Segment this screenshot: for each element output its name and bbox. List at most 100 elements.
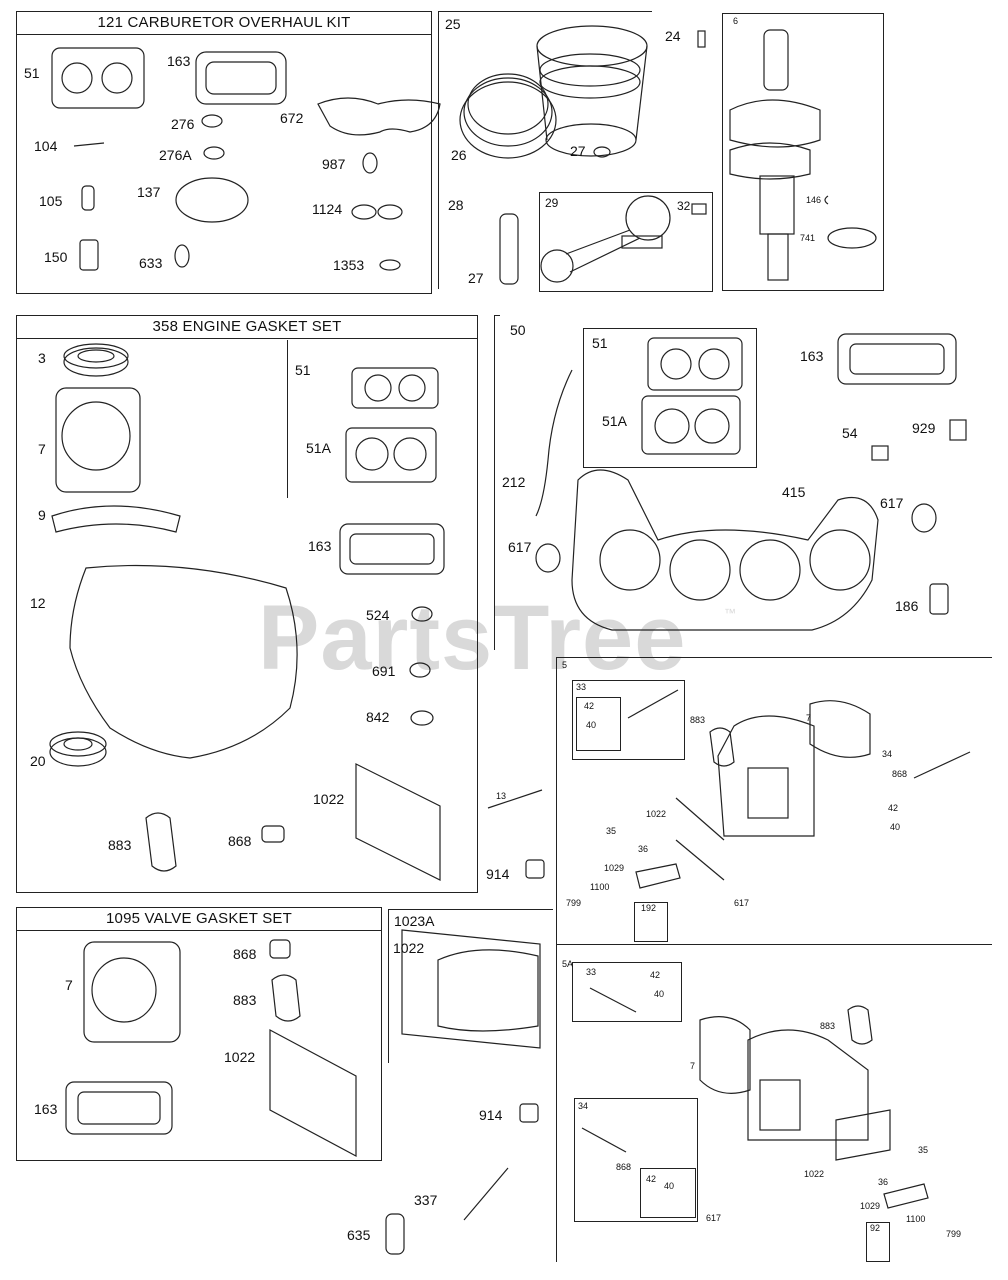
label-head-5-868: 868	[892, 769, 908, 779]
valve-33-5a-shape	[589, 987, 637, 1013]
label-manifold-50: 50	[510, 322, 526, 338]
breather-tube-212-shape	[535, 369, 573, 517]
label-head-5a-1100: 1100	[906, 1214, 926, 1224]
label-head-5a-42: 42	[650, 970, 661, 980]
label-engine-51: 51	[295, 362, 311, 378]
carb-needle-105-shape	[81, 185, 95, 211]
carburetor-kit-title: 121 CARBURETOR OVERHAUL KIT	[17, 12, 431, 35]
label-head-5a-7: 7	[690, 1061, 696, 1071]
exhaust-gasket-883-valve-shape	[271, 974, 301, 1022]
label-head-5-1022: 1022	[646, 809, 667, 819]
exhaust-gasket-883-shape	[145, 812, 177, 872]
oring-617b-manifold-shape	[535, 543, 561, 573]
gasket-1022-5-shape	[675, 797, 725, 841]
label-cover-914: 914	[479, 1107, 503, 1123]
carb-seal-633-shape	[174, 244, 190, 268]
head-gasket-7-valve-shape	[83, 941, 181, 1043]
label-carb-150: 150	[44, 249, 68, 265]
piston-clip-27-shape	[593, 146, 611, 158]
piston-pin-clip-24-shape	[697, 30, 706, 48]
seal-524-shape	[411, 606, 433, 622]
cylinder-head-5a-top	[556, 944, 992, 945]
label-engine-868: 868	[228, 833, 252, 849]
label-clip-27: 27	[570, 143, 586, 159]
watermark-trademark: ™	[724, 606, 736, 620]
label-manifold-54: 54	[842, 425, 858, 441]
valve-cover-gasket-1022-valve-shape	[269, 1028, 357, 1158]
valve-34-shape	[913, 751, 971, 779]
label-key-146: 146	[806, 195, 822, 205]
carb-gasket-51-shape	[51, 47, 145, 109]
label-engine-12: 12	[30, 595, 46, 611]
label-cover-1022: 1022	[393, 940, 425, 956]
rocker-1029-shape	[635, 863, 681, 889]
label-engine-842: 842	[366, 709, 390, 725]
cylinder-head-5a-side	[556, 944, 557, 1262]
carb-pin-104-shape	[73, 142, 105, 147]
label-engine-163: 163	[308, 538, 332, 554]
label-engine-1022: 1022	[313, 791, 345, 807]
bolt-54-shape	[871, 445, 889, 461]
valve-34-5a-shape	[581, 1127, 627, 1153]
seal-868-shape	[261, 825, 285, 843]
valve-cover-gasket-1022-5a-shape	[835, 1109, 891, 1161]
head-gasket-7-5a-shape	[699, 1016, 751, 1094]
label-head-5-7: 7	[806, 713, 812, 723]
label-head-5-40b: 40	[890, 822, 901, 832]
label-carb-137: 137	[137, 184, 161, 200]
label-head-5-42b: 42	[888, 803, 899, 813]
cylinder-head-5-top	[556, 657, 992, 658]
label-carb-987: 987	[322, 156, 346, 172]
valve-gasket-set-box: 1095 VALVE GASKET SET	[16, 907, 382, 1161]
valve-cover-gasket-1022-shape	[355, 763, 441, 881]
valve-cover-box-1023a: 1023A	[388, 909, 553, 1063]
label-manifold-163: 163	[800, 348, 824, 364]
crankcase-gasket-12-shape	[69, 564, 298, 759]
parts-tree-watermark: PartsTree	[258, 587, 687, 689]
intake-gasket-51-manifold-shape	[647, 337, 743, 391]
piston-pin-28-shape	[499, 213, 519, 285]
connecting-rod-box	[539, 192, 713, 292]
label-valve-883: 883	[233, 992, 257, 1008]
spark-plug-boot-635-shape	[385, 1213, 405, 1255]
manifold-section-top	[494, 315, 500, 316]
carb-washers-1124-shape	[351, 204, 403, 220]
label-head-5a-34: 34	[578, 1101, 589, 1111]
label-carb-276: 276	[171, 116, 195, 132]
label-head-5a: 5A	[562, 959, 574, 969]
washer-842-shape	[410, 710, 434, 726]
seal-868-valve-shape	[269, 939, 291, 959]
label-head-5-799: 799	[566, 898, 582, 908]
label-carb-672: 672	[280, 110, 304, 126]
label-carb-104: 104	[34, 138, 58, 154]
label-rings-26: 26	[451, 147, 467, 163]
head-5a-retainer-box-42	[640, 1168, 696, 1218]
label-manifold-929: 929	[912, 420, 936, 436]
piston-rings-26-shape	[459, 73, 557, 159]
label-clip-27b: 27	[468, 270, 484, 286]
label-manifold-415: 415	[782, 484, 806, 500]
oil-seal-20-shape	[49, 731, 107, 767]
label-carb-1353: 1353	[333, 257, 365, 273]
spark-plug-337-shape	[463, 1167, 509, 1221]
valve-cover-1023a-shape	[401, 929, 541, 1049]
label-head-5-1029: 1029	[604, 863, 625, 873]
oil-seal-3-shape	[63, 343, 129, 377]
label-crankshaft-6: 6	[733, 16, 739, 26]
intake-gasket-51-shape	[351, 367, 439, 409]
exhaust-gasket-883-5-shape	[709, 727, 735, 767]
label-head-5a-42b: 42	[646, 1174, 657, 1184]
piston-section-divider	[438, 11, 439, 289]
label-gear-741: 741	[800, 233, 816, 243]
gasket-163-manifold-shape	[837, 333, 957, 385]
head-gasket-7-shape	[55, 387, 141, 493]
label-pin-28: 28	[448, 197, 464, 213]
cylinder-head-5a-shape	[747, 1029, 869, 1141]
crank-gear-741-shape	[827, 227, 877, 249]
crankshaft-box	[722, 13, 884, 291]
carb-seal-987-shape	[362, 152, 378, 174]
label-valve-163: 163	[34, 1101, 58, 1117]
label-head-5a-799: 799	[946, 1229, 962, 1239]
head-5-box-192	[634, 902, 668, 942]
rocker-1029-5a-shape	[883, 1183, 929, 1209]
